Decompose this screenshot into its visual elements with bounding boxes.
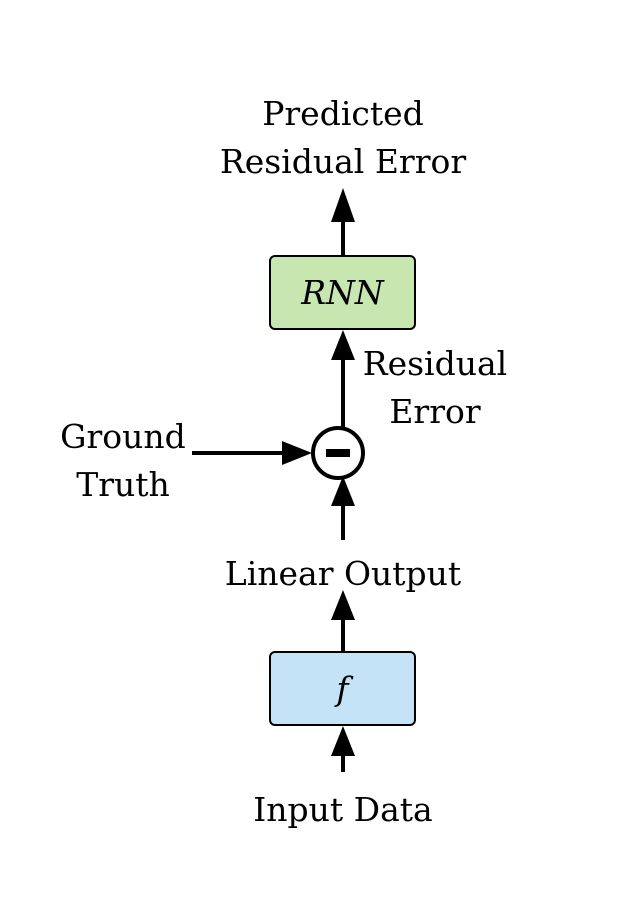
arrow-input-to-f xyxy=(331,726,355,772)
arrow-f-to-linear-output xyxy=(331,590,355,651)
ground-truth-label: Ground Truth xyxy=(60,417,186,504)
arrow-rnn-to-predicted xyxy=(331,188,355,255)
rnn-label: RNN xyxy=(301,273,384,312)
subtract-node xyxy=(311,426,365,480)
input-data-label: Input Data xyxy=(253,790,433,829)
predicted-residual-error-label: Predicted Residual Error xyxy=(219,94,467,181)
rnn-block: RNN xyxy=(269,255,416,330)
arrow-ground-truth-to-subtract xyxy=(192,441,312,465)
f-label: f xyxy=(336,669,349,708)
arrow-subtract-to-rnn xyxy=(331,330,355,428)
arrow-linear-output-to-subtract xyxy=(331,476,355,540)
minus-icon xyxy=(326,449,350,457)
f-block: f xyxy=(269,651,416,726)
residual-error-label: Residual Error xyxy=(362,344,508,431)
linear-output-label: Linear Output xyxy=(224,554,462,593)
